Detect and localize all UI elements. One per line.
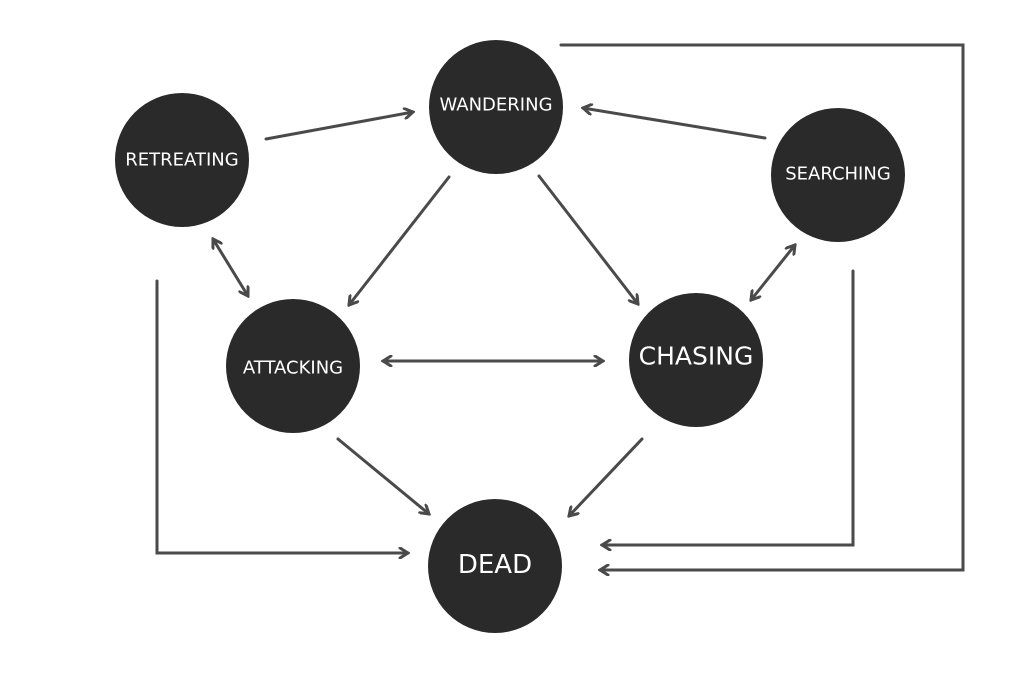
state-retreating: RETREATING (115, 93, 249, 227)
edge-chasing-to-dead (569, 437, 644, 516)
state-attacking: ATTACKING (226, 299, 360, 433)
state-label: WANDERING (439, 95, 552, 116)
edge-wandering-to-attacking (349, 175, 451, 305)
state-wandering: WANDERING (429, 40, 563, 174)
state-label: RETREATING (125, 150, 238, 171)
edge-wandering-to-dead (559, 43, 965, 570)
state-searching: SEARCHING (771, 108, 905, 242)
edge-retreating-to-wandering (264, 112, 413, 141)
edge-searching-chasing (751, 245, 795, 300)
state-label: CHASING (639, 342, 754, 371)
state-label: SEARCHING (785, 164, 891, 185)
edge-searching-to-wandering (583, 108, 767, 140)
edge-attacking-to-dead (336, 437, 429, 514)
edges (155, 43, 965, 570)
state-chasing: CHASING (629, 293, 763, 427)
state-label: ATTACKING (243, 358, 343, 379)
edge-retreating-to-dead (155, 279, 408, 553)
state-dead: DEAD (428, 499, 562, 633)
state-label: DEAD (458, 550, 532, 580)
edge-retreating-attacking (213, 239, 248, 296)
edge-searching-to-dead (602, 269, 855, 545)
edge-wandering-to-chasing (537, 174, 638, 304)
